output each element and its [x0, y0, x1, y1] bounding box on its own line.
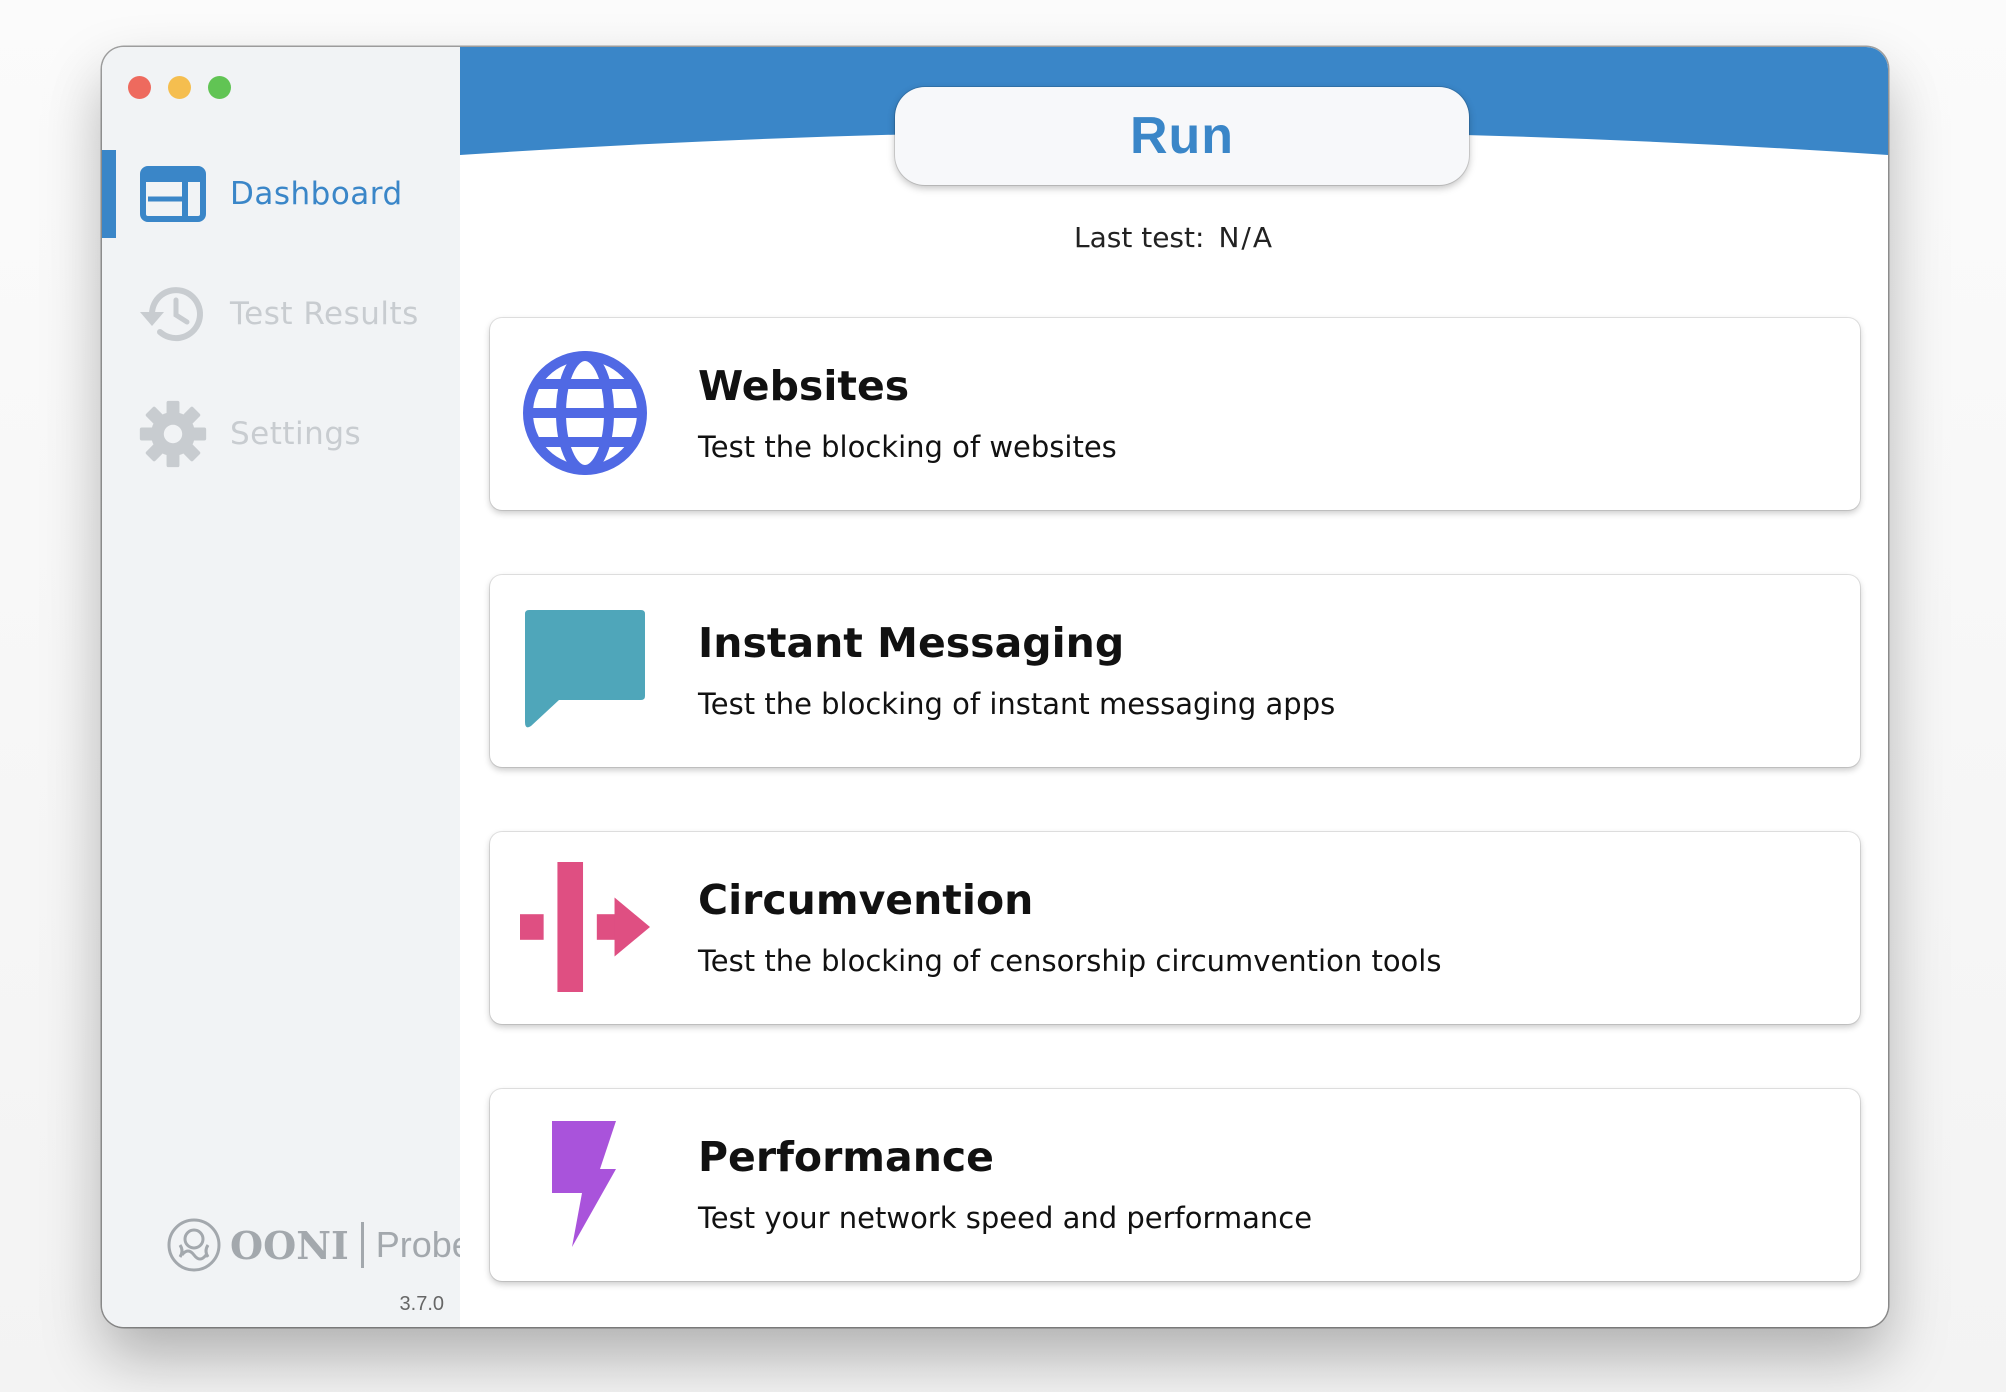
- card-title: Circumvention: [698, 876, 1034, 924]
- run-button[interactable]: Run: [895, 87, 1469, 185]
- window-controls: [128, 76, 231, 99]
- dashboard-icon: [138, 159, 208, 229]
- sidebar: Dashboard Test Results: [102, 47, 472, 1327]
- card-performance[interactable]: Performance Test your network speed and …: [490, 1089, 1860, 1281]
- card-description: Test your network speed and performance: [698, 1201, 1313, 1235]
- card-title: Performance: [698, 1133, 994, 1181]
- circumvention-icon: [520, 862, 650, 992]
- card-instant-messaging[interactable]: Instant Messaging Test the blocking of i…: [490, 575, 1860, 767]
- brand-separator: [360, 1222, 364, 1268]
- history-icon: [138, 279, 208, 349]
- chat-bubble-icon: [520, 605, 650, 735]
- app-window: Dashboard Test Results: [102, 47, 1888, 1327]
- zoom-window-button[interactable]: [208, 76, 231, 99]
- globe-icon: [520, 348, 650, 478]
- last-test-status: Last test: N/A: [460, 221, 1888, 254]
- card-description: Test the blocking of websites: [698, 430, 1117, 464]
- app-version: 3.7.0: [399, 1293, 444, 1315]
- close-window-button[interactable]: [128, 76, 151, 99]
- sidebar-item-label: Dashboard: [230, 176, 403, 212]
- sidebar-item-settings[interactable]: Settings: [102, 390, 460, 478]
- ooni-probe-logo: OONI Probe: [166, 1217, 472, 1273]
- sidebar-item-label: Test Results: [230, 296, 419, 332]
- ooni-octopus-icon: [167, 1218, 221, 1272]
- card-description: Test the blocking of instant messaging a…: [698, 687, 1336, 721]
- brand-ooni: OONI: [230, 1222, 349, 1268]
- brand-probe: Probe: [375, 1224, 472, 1265]
- minimize-window-button[interactable]: [168, 76, 191, 99]
- card-title: Websites: [698, 362, 910, 410]
- gear-icon: [138, 399, 208, 469]
- sidebar-item-label: Settings: [230, 416, 362, 452]
- card-title: Instant Messaging: [698, 619, 1125, 667]
- last-test-label: Last test:: [1074, 221, 1205, 254]
- sidebar-item-test-results[interactable]: Test Results: [102, 270, 460, 358]
- sidebar-item-dashboard[interactable]: Dashboard: [102, 150, 460, 238]
- last-test-value: N/A: [1218, 221, 1274, 254]
- card-websites[interactable]: Websites Test the blocking of websites: [490, 318, 1860, 510]
- dashboard-main: Run Last test: N/A Websites: [460, 47, 1888, 1327]
- card-description: Test the blocking of censorship circumve…: [698, 944, 1442, 978]
- active-nav-indicator: [102, 150, 116, 238]
- card-circumvention[interactable]: Circumvention Test the blocking of censo…: [490, 832, 1860, 1024]
- lightning-icon: [520, 1119, 650, 1249]
